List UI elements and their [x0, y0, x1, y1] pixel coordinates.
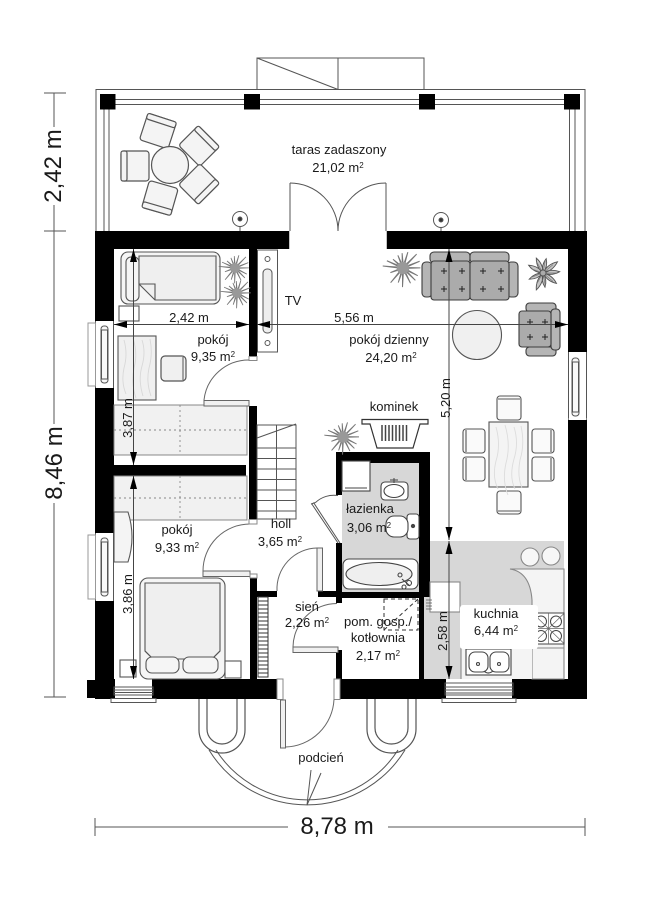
svg-text:2,17 m2: 2,17 m2 — [356, 648, 401, 663]
svg-text:24,20 m2: 24,20 m2 — [365, 350, 417, 365]
svg-text:kominek: kominek — [370, 399, 419, 414]
svg-text:6,44 m2: 6,44 m2 — [474, 623, 519, 638]
svg-text:3,86 m: 3,86 m — [120, 574, 135, 614]
svg-text:pokój: pokój — [197, 332, 228, 347]
svg-text:sień: sień — [295, 599, 319, 614]
svg-text:21,02 m2: 21,02 m2 — [312, 160, 364, 175]
svg-text:2,26 m2: 2,26 m2 — [285, 615, 330, 630]
svg-text:5,20 m: 5,20 m — [438, 378, 453, 418]
svg-text:9,33 m2: 9,33 m2 — [155, 540, 200, 555]
svg-text:pom. gosp./: pom. gosp./ — [344, 614, 412, 629]
svg-text:pokój: pokój — [161, 522, 192, 537]
svg-text:8,78 m: 8,78 m — [300, 813, 373, 840]
svg-text:TV: TV — [285, 293, 302, 308]
svg-text:3,06 m2: 3,06 m2 — [347, 520, 392, 535]
svg-text:8,46 m: 8,46 m — [41, 426, 68, 499]
svg-text:5,56 m: 5,56 m — [334, 310, 374, 325]
svg-text:2,58 m: 2,58 m — [435, 611, 450, 651]
svg-text:łazienka: łazienka — [346, 501, 394, 516]
svg-text:2,42 m: 2,42 m — [169, 310, 209, 325]
svg-text:podcień: podcień — [298, 750, 344, 765]
svg-text:taras zadaszony: taras zadaszony — [292, 142, 387, 157]
svg-text:3,65 m2: 3,65 m2 — [258, 534, 303, 549]
svg-text:pokój dzienny: pokój dzienny — [349, 332, 429, 347]
svg-text:3,87 m: 3,87 m — [120, 398, 135, 438]
svg-text:holl: holl — [271, 516, 291, 531]
svg-text:kotłownia: kotłownia — [351, 630, 406, 645]
svg-text:9,35 m2: 9,35 m2 — [191, 349, 236, 364]
svg-text:2,42 m: 2,42 m — [40, 129, 67, 202]
svg-text:kuchnia: kuchnia — [474, 606, 520, 621]
